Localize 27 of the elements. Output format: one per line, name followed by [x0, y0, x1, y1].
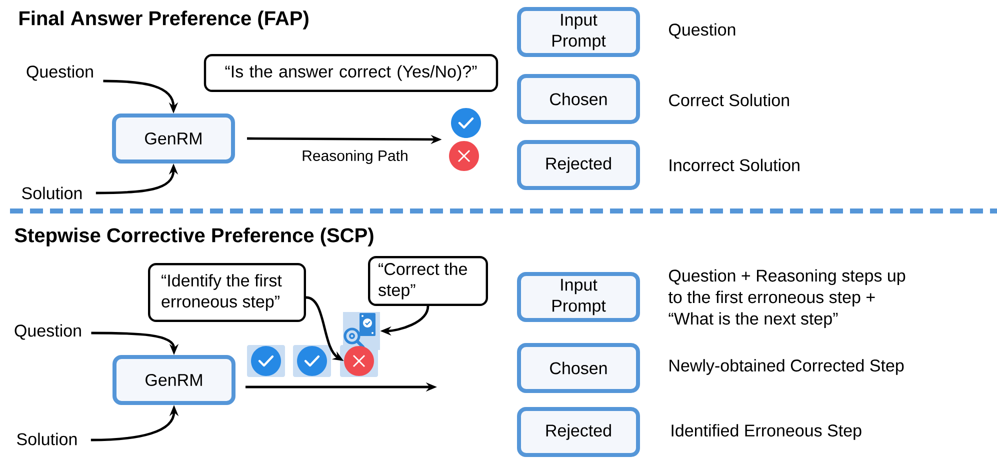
edge-label: Reasoning Path — [300, 149, 410, 165]
search-document-icon — [343, 312, 380, 350]
cross-icon — [344, 346, 374, 376]
description: Incorrect Solution — [670, 158, 800, 172]
role-box: Chosen — [517, 74, 640, 124]
check-and-cross-icon — [449, 108, 481, 171]
speech-bubble: “Is the answer correct (Yes/No)?” — [204, 54, 498, 92]
input-label: Question — [14, 324, 81, 340]
description: Question — [669, 23, 736, 39]
role-box: Chosen — [517, 343, 640, 393]
description: Identified Erroneous Step — [672, 424, 862, 440]
section-title: Stepwise Corrective Preference (SCP) — [14, 228, 374, 246]
role-box: Rejected — [517, 407, 640, 457]
speech-bubble: “Identify the first erroneous step” — [148, 263, 306, 322]
input-label: Question — [26, 65, 93, 81]
role-box: Input Prompt — [517, 272, 640, 322]
model-box: GenRM — [112, 355, 236, 405]
description: Newly-obtained Corrected Step — [670, 359, 904, 375]
role-box: Rejected — [517, 140, 640, 190]
speech-bubble: “Correct the step” — [368, 256, 488, 306]
description: Correct Solution — [669, 94, 789, 106]
role-box: Input Prompt — [517, 7, 640, 57]
section-title: Final Answer Preference (FAP) — [20, 10, 308, 30]
model-box: GenRM — [112, 114, 235, 164]
input-label: Solution — [22, 186, 82, 200]
input-label: Solution — [17, 432, 77, 446]
description: Question + Reasoning steps up to the first erroneous step + “What is the next step” — [668, 269, 906, 328]
